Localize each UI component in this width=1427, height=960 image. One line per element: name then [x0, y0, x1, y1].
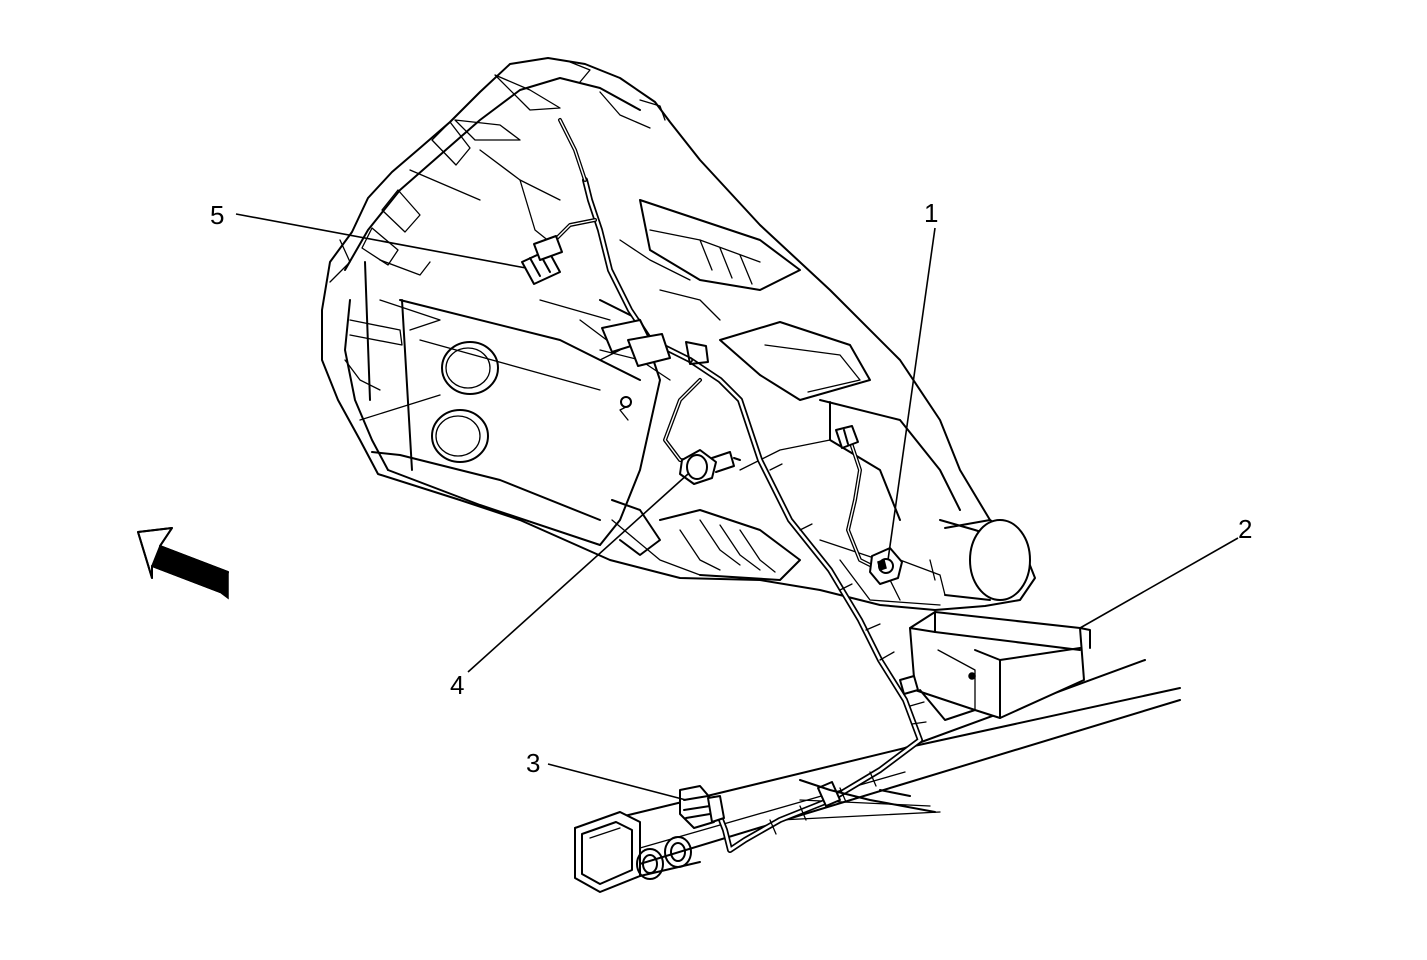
callout-label-2: 2: [1238, 514, 1252, 544]
upper-tail-sensor: [835, 425, 859, 449]
callout-5: 5: [210, 200, 527, 269]
callout-1: 1: [887, 198, 938, 561]
connector-3: [679, 785, 725, 829]
connector-4: [679, 449, 741, 485]
callout-3: 3: [526, 748, 687, 801]
transmission-case: [321, 57, 1036, 611]
callout-label-1: 1: [924, 198, 938, 228]
callout-2: 2: [1079, 514, 1252, 629]
callout-4: 4: [450, 473, 689, 700]
frame-rail: [574, 611, 1181, 893]
forward-arrow-icon: [137, 527, 229, 600]
connector-5: [521, 235, 563, 285]
callout-label-5: 5: [210, 200, 224, 230]
callout-label-4: 4: [450, 670, 464, 700]
wiring-harness: [546, 118, 936, 853]
callout-label-3: 3: [526, 748, 540, 778]
